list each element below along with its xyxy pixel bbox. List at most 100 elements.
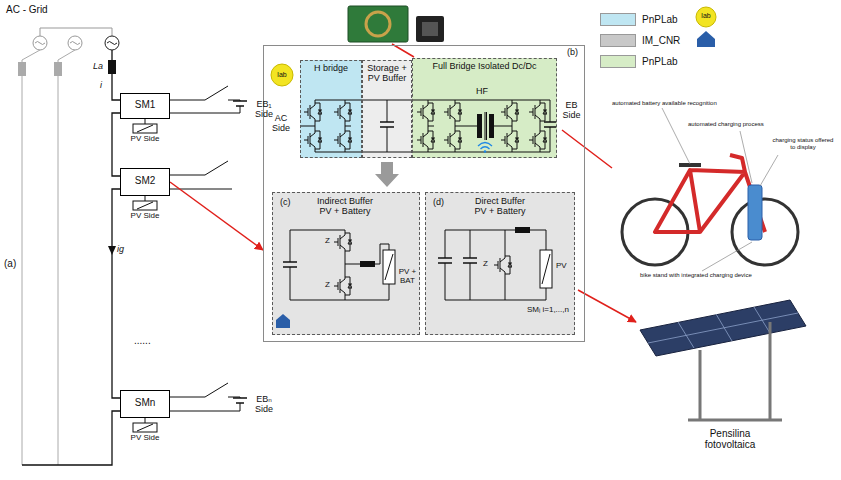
igbt-symbol [334, 130, 352, 150]
lab-logo [271, 64, 293, 86]
wireless-icon [478, 143, 492, 150]
transformer-core [485, 112, 487, 140]
logo-text: lab [697, 12, 715, 20]
isolated-dcdc-region: Full Bridge Isolated Dc/DcHF [412, 58, 557, 158]
converter-panel: (b)H bridgeStorage + PV BufferFull Bridg… [263, 45, 585, 342]
current-arrow [108, 246, 116, 255]
legend-swatch [600, 55, 636, 68]
legend-row: PnPLab [600, 51, 680, 72]
igbt-symbol [529, 102, 547, 122]
eb-side-label: EBₙ Side [250, 394, 278, 414]
gate-label: Z [325, 237, 330, 246]
current-label: ig [117, 244, 124, 254]
buffer-wire [290, 230, 389, 300]
capacitor-symbol [283, 262, 297, 267]
leader-line [662, 108, 778, 271]
pv-label: PV [556, 262, 567, 271]
igbt-symbol [501, 130, 519, 150]
module-index-label: SMᵢ i=1,...,n [526, 306, 570, 315]
pv-battery-label: PV + BAT [397, 268, 418, 286]
igbt-symbol [304, 130, 322, 150]
pv-diagonal [385, 254, 393, 280]
current-label: i [100, 80, 102, 90]
box-title: Full Bridge Isolated Dc/Dc [432, 61, 536, 71]
canopy-caption: Pensilina fotovoltaica [690, 428, 770, 450]
pointer-arrow [170, 182, 263, 250]
dcdc-fill [412, 58, 557, 158]
igbt-symbol [529, 130, 547, 150]
igbt-symbol [417, 130, 435, 150]
submodule-box: SM1 [120, 93, 170, 119]
igbt-symbol [444, 130, 462, 150]
box-subtitle: Indirect Buffer PV + Battery [313, 196, 377, 217]
box-title: SM2 [135, 175, 156, 187]
inductor-label: La [93, 61, 103, 71]
cnr-logo [697, 31, 715, 47]
inductor-symbol [515, 227, 530, 233]
box-title: H bridge [314, 63, 348, 73]
battery-symbol [233, 101, 247, 106]
sine-symbol [35, 42, 80, 45]
pv-battery-symbol [383, 250, 395, 284]
legend-text: IM_CNR [642, 35, 680, 46]
submodule-box: SMn [120, 390, 170, 418]
legend-text: PnPLab [642, 56, 678, 67]
capacitor-symbol [380, 122, 556, 127]
box-title: Storage + PV Buffer [365, 63, 409, 84]
eb-switch-wire [170, 161, 232, 189]
igbt-symbol [417, 102, 435, 122]
chip-die [422, 22, 438, 36]
inductor-symbol [360, 261, 375, 267]
eb-side-label: EB Side [559, 100, 584, 120]
pointer-arrow [392, 44, 636, 322]
inductor-symbol [54, 62, 62, 76]
panel-letter: (a) [4, 258, 16, 269]
pv-side-label: PV Side [128, 135, 162, 144]
neutral-wire [40, 28, 112, 36]
indirect-buffer-box: (c) Indirect Buffer PV + Battery [272, 192, 420, 335]
hbridge-region: H bridge [300, 60, 362, 158]
bike-note: automated charging process [688, 121, 764, 128]
hbridge-fill [300, 60, 362, 158]
transformer-coil [477, 114, 482, 138]
box-title: SM1 [135, 99, 156, 111]
leg-wire [315, 100, 540, 152]
legend-text: PnPLab [642, 14, 678, 25]
igbt-symbol [501, 102, 519, 122]
gate-label: Z [325, 281, 330, 290]
buffer-wire [445, 230, 546, 300]
grid-label: AC - Grid [6, 4, 48, 15]
eb-switch-wire [170, 86, 240, 113]
legend-row: PnPLab [600, 9, 680, 30]
cnr-logo [276, 314, 290, 328]
panel-grid [648, 307, 798, 348]
lab-logo [696, 7, 716, 27]
wireless-icon [484, 150, 487, 153]
pv-wire [145, 119, 146, 423]
box-subtitle: Direct Buffer PV + Battery [468, 196, 532, 217]
pv-side-label: PV Side [128, 212, 162, 221]
igbt-symbol [444, 102, 462, 122]
inductor-symbol [18, 62, 26, 76]
battery-symbol [233, 398, 247, 403]
charging-coil [366, 12, 390, 36]
indirect-buffer-fill [272, 192, 420, 335]
storage-buffer-region: Storage + PV Buffer [362, 60, 412, 158]
logo-text: lab [273, 71, 291, 79]
pv-symbol [540, 250, 552, 288]
legend-row: IM_CNR [600, 30, 680, 51]
bike-note: bike stand with integrated charging devi… [640, 272, 752, 279]
chip-photo [416, 16, 444, 42]
box-title: (c) [280, 197, 291, 207]
bike-note: automated battery available recognition [612, 100, 717, 107]
series-wire [22, 50, 120, 465]
converter-wire [300, 100, 550, 152]
transformer-coil [489, 114, 494, 138]
direct-buffer-fill [425, 192, 575, 335]
solar-panel [640, 300, 806, 356]
pv-side-label: PV Side [128, 434, 162, 443]
box-title: (d) [433, 197, 444, 207]
box-subtitle: HF [476, 86, 488, 96]
eb-side-label: EB₁ Side [250, 99, 278, 119]
grey-phase-wire [22, 50, 75, 465]
